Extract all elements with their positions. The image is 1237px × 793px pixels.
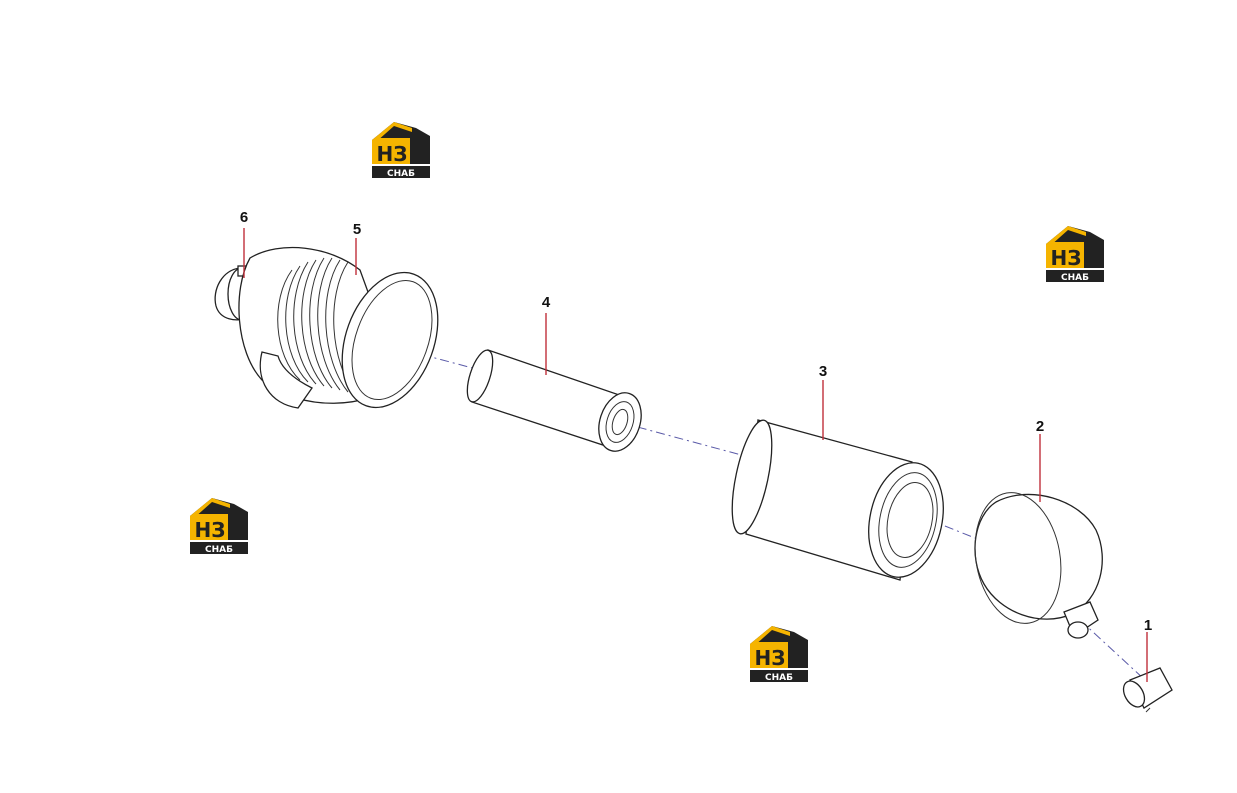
callout-6: 6 xyxy=(240,209,248,226)
callout-2: 2 xyxy=(1036,418,1044,435)
assembly-axis xyxy=(329,329,981,541)
watermark-logo-text: НЗ xyxy=(755,646,786,670)
part-main-filter xyxy=(731,419,944,581)
watermark-logo-text: НЗ xyxy=(195,518,226,542)
callout-4: 4 xyxy=(542,294,551,311)
watermark-logo: НЗ СНАБ xyxy=(1046,226,1104,283)
assembly-axis-lower xyxy=(1079,619,1146,681)
watermark-logo: НЗ СНАБ xyxy=(372,122,430,179)
watermark-logo: НЗ СНАБ xyxy=(190,498,248,555)
callout-3: 3 xyxy=(819,363,827,380)
watermark-logo-sub: СНАБ xyxy=(1061,273,1089,283)
part-end-cap xyxy=(974,492,1103,639)
part-valve xyxy=(1122,667,1173,713)
watermark-logo-sub: СНАБ xyxy=(765,673,793,683)
callout-5: 5 xyxy=(353,221,361,238)
part-safety-filter xyxy=(466,349,642,452)
watermark-logo-text: НЗ xyxy=(1051,246,1082,270)
part-housing xyxy=(214,246,439,409)
watermark-logo-sub: СНАБ xyxy=(387,169,415,179)
watermark-logo-sub: СНАБ xyxy=(205,545,233,555)
callout-1: 1 xyxy=(1144,617,1152,634)
watermark-logo-text: НЗ xyxy=(377,142,408,166)
watermark-logo: НЗ СНАБ xyxy=(750,626,808,683)
